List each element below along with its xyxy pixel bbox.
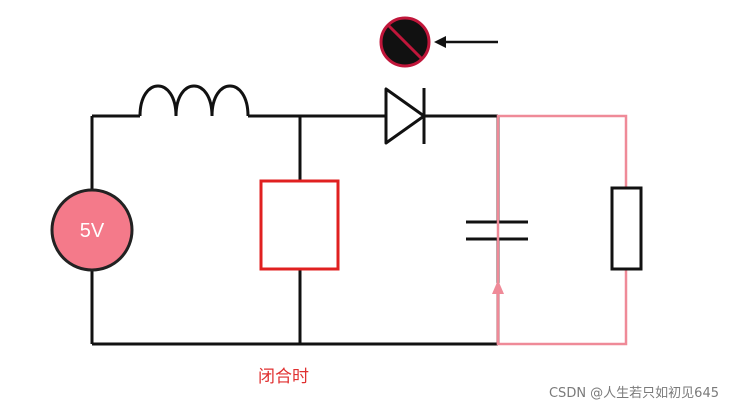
voltage-source: 5V xyxy=(50,188,134,272)
arrow-left-icon xyxy=(434,36,498,48)
source-label: 5V xyxy=(80,220,105,242)
switch-box xyxy=(259,179,340,271)
current-arrow-icon xyxy=(492,280,504,294)
current-path xyxy=(496,114,628,346)
inductor-icon xyxy=(138,84,250,117)
prohibited-lamp-icon xyxy=(379,16,431,68)
resistor-icon xyxy=(610,186,643,271)
caption: 闭合时 xyxy=(258,367,309,387)
watermark: CSDN @人生若只如初见645 xyxy=(548,386,719,401)
diode-icon xyxy=(384,87,426,145)
